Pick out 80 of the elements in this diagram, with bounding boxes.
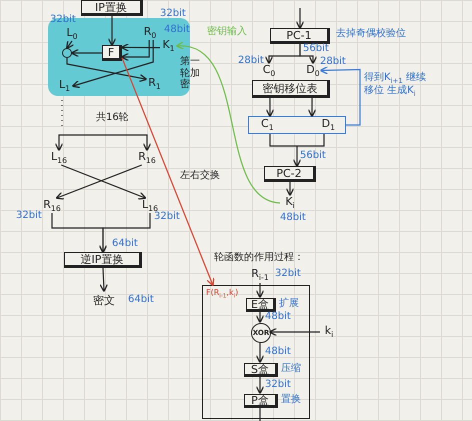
annotation: 扩展: [279, 298, 300, 310]
process-box: E盒: [246, 298, 276, 312]
variable-label: L$_{16}$: [142, 198, 158, 214]
annotation: 共16轮: [96, 112, 130, 124]
arrow: [66, 58, 148, 82]
process-box: PC-2: [264, 166, 316, 182]
annotation: 48bit: [280, 212, 307, 224]
annotation: 28bit: [238, 55, 264, 66]
arrow: [121, 58, 214, 286]
process-box: P盒: [244, 394, 278, 408]
variable-label: R$_{0}$: [144, 24, 156, 40]
edge-label: 密钥输入: [206, 24, 248, 38]
arrow: [98, 213, 151, 254]
annotation: 32bit: [16, 210, 43, 222]
variable-label: R$_{1}$: [148, 76, 161, 92]
variable-label: D$_{1}$: [322, 117, 335, 133]
annotation: 64bit: [112, 238, 139, 250]
variable-label: C$_{0}$: [262, 62, 276, 78]
annotation: 32bit: [265, 379, 292, 390]
arrow: [296, 8, 304, 30]
annotation: 轮函数的作用过程：: [214, 252, 305, 264]
annotation: 第一轮加密: [180, 56, 201, 90]
arrow: [256, 376, 264, 394]
annotation: 48bit: [164, 24, 191, 36]
arrow: [66, 40, 74, 50]
variable-label: L$_{1}$: [58, 78, 70, 94]
variable-label: 密文: [93, 292, 115, 308]
variable-label: R$_{i-1}$: [251, 267, 269, 283]
arrow: [72, 40, 154, 88]
register-box: [248, 116, 346, 134]
annotation: 置换: [281, 394, 302, 406]
annotation: 48bit: [265, 311, 292, 322]
arrow: [269, 133, 325, 168]
arrow: [320, 66, 361, 126]
function-label: F(R$_{i-1}$,k$_{i}$): [206, 288, 238, 300]
process-box: 密钥移位表: [252, 80, 330, 98]
arrow: [286, 182, 294, 196]
variable-label: R$_{16}$: [43, 198, 61, 214]
process-box: 逆IP置换: [64, 252, 142, 268]
variable-label: k$_{i}$: [324, 324, 334, 340]
arrow: [266, 98, 274, 118]
arrow: [256, 311, 264, 324]
arrow: [299, 44, 318, 64]
arrow: [120, 43, 160, 52]
arrow: [268, 328, 320, 336]
annotation: 去掉奇偶校验位: [336, 28, 407, 40]
annotation: 压缩: [281, 363, 302, 374]
annotation: 32bit: [275, 268, 302, 280]
annotation: 32bit: [160, 8, 187, 20]
variable-label: K$_{i}$: [285, 195, 295, 211]
arrow: [108, 16, 116, 46]
process-box: PC-1: [270, 28, 330, 44]
process-box: F: [102, 45, 122, 61]
variable-label: K$_{1}$: [162, 38, 175, 54]
round-function-frame: [202, 285, 310, 419]
arrow: [99, 268, 108, 292]
annotation: 56bit: [300, 150, 327, 162]
xor-circle: [62, 48, 72, 58]
annotation: 得到K$_{i+1}$ 继续移位 生成K$_{i}$: [364, 72, 428, 98]
arrow: [70, 48, 102, 58]
annotation: 64bit: [128, 294, 155, 306]
variable-label: R$_{16}$: [138, 150, 156, 166]
variable-label: D$_{0}$: [306, 62, 320, 78]
arrow: [308, 98, 316, 118]
variable-label: L$_{16}$: [51, 150, 67, 166]
arrow: [102, 134, 152, 152]
process-box: IP置换: [81, 0, 143, 16]
variable-label: L$_{0}$: [66, 26, 78, 42]
process-box: S盒: [244, 363, 278, 377]
annotation: 56bit: [303, 43, 330, 54]
annotation: 左右交换: [180, 170, 221, 182]
annotation: 48bit: [265, 346, 292, 358]
variable-label: C$_{1}$: [261, 117, 274, 133]
arrow: [54, 134, 102, 152]
annotation: 28bit: [320, 56, 347, 68]
arrow: [256, 342, 264, 364]
arrow: [176, 42, 280, 204]
arrow: [120, 40, 150, 62]
arrow: [256, 283, 264, 298]
annotation: 32bit: [154, 211, 181, 222]
